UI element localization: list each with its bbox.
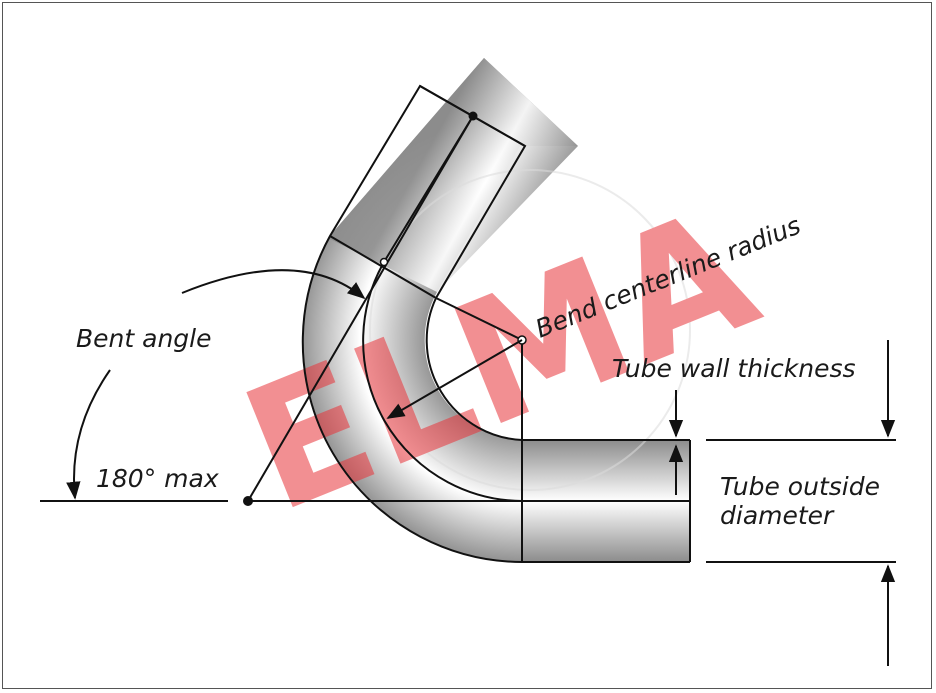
- outside-diameter-label-line1: Tube outside: [720, 472, 880, 501]
- wall-thickness-label: Tube wall thickness: [612, 354, 856, 383]
- angle-vertex-dot: [243, 496, 253, 506]
- centerline: [362, 115, 690, 502]
- outer-edge: [301, 84, 690, 563]
- bent-angle-arrow: [181, 269, 366, 300]
- outside-diameter-label-line2: diameter: [720, 501, 835, 530]
- angle-leg: [247, 115, 474, 502]
- dimension-arrows: [66, 269, 896, 666]
- centerline-point: [379, 257, 389, 267]
- max-angle-label: 180° max: [96, 464, 219, 493]
- watermark-ring: [369, 169, 691, 491]
- radius-arrow: [386, 339, 523, 419]
- max-angle-arrow: [66, 369, 111, 500]
- top-point-dot: [468, 111, 478, 121]
- tube-upper-section: [328, 58, 578, 292]
- bent-angle-label: Bent angle: [76, 324, 212, 353]
- tube-outlines: [301, 84, 691, 563]
